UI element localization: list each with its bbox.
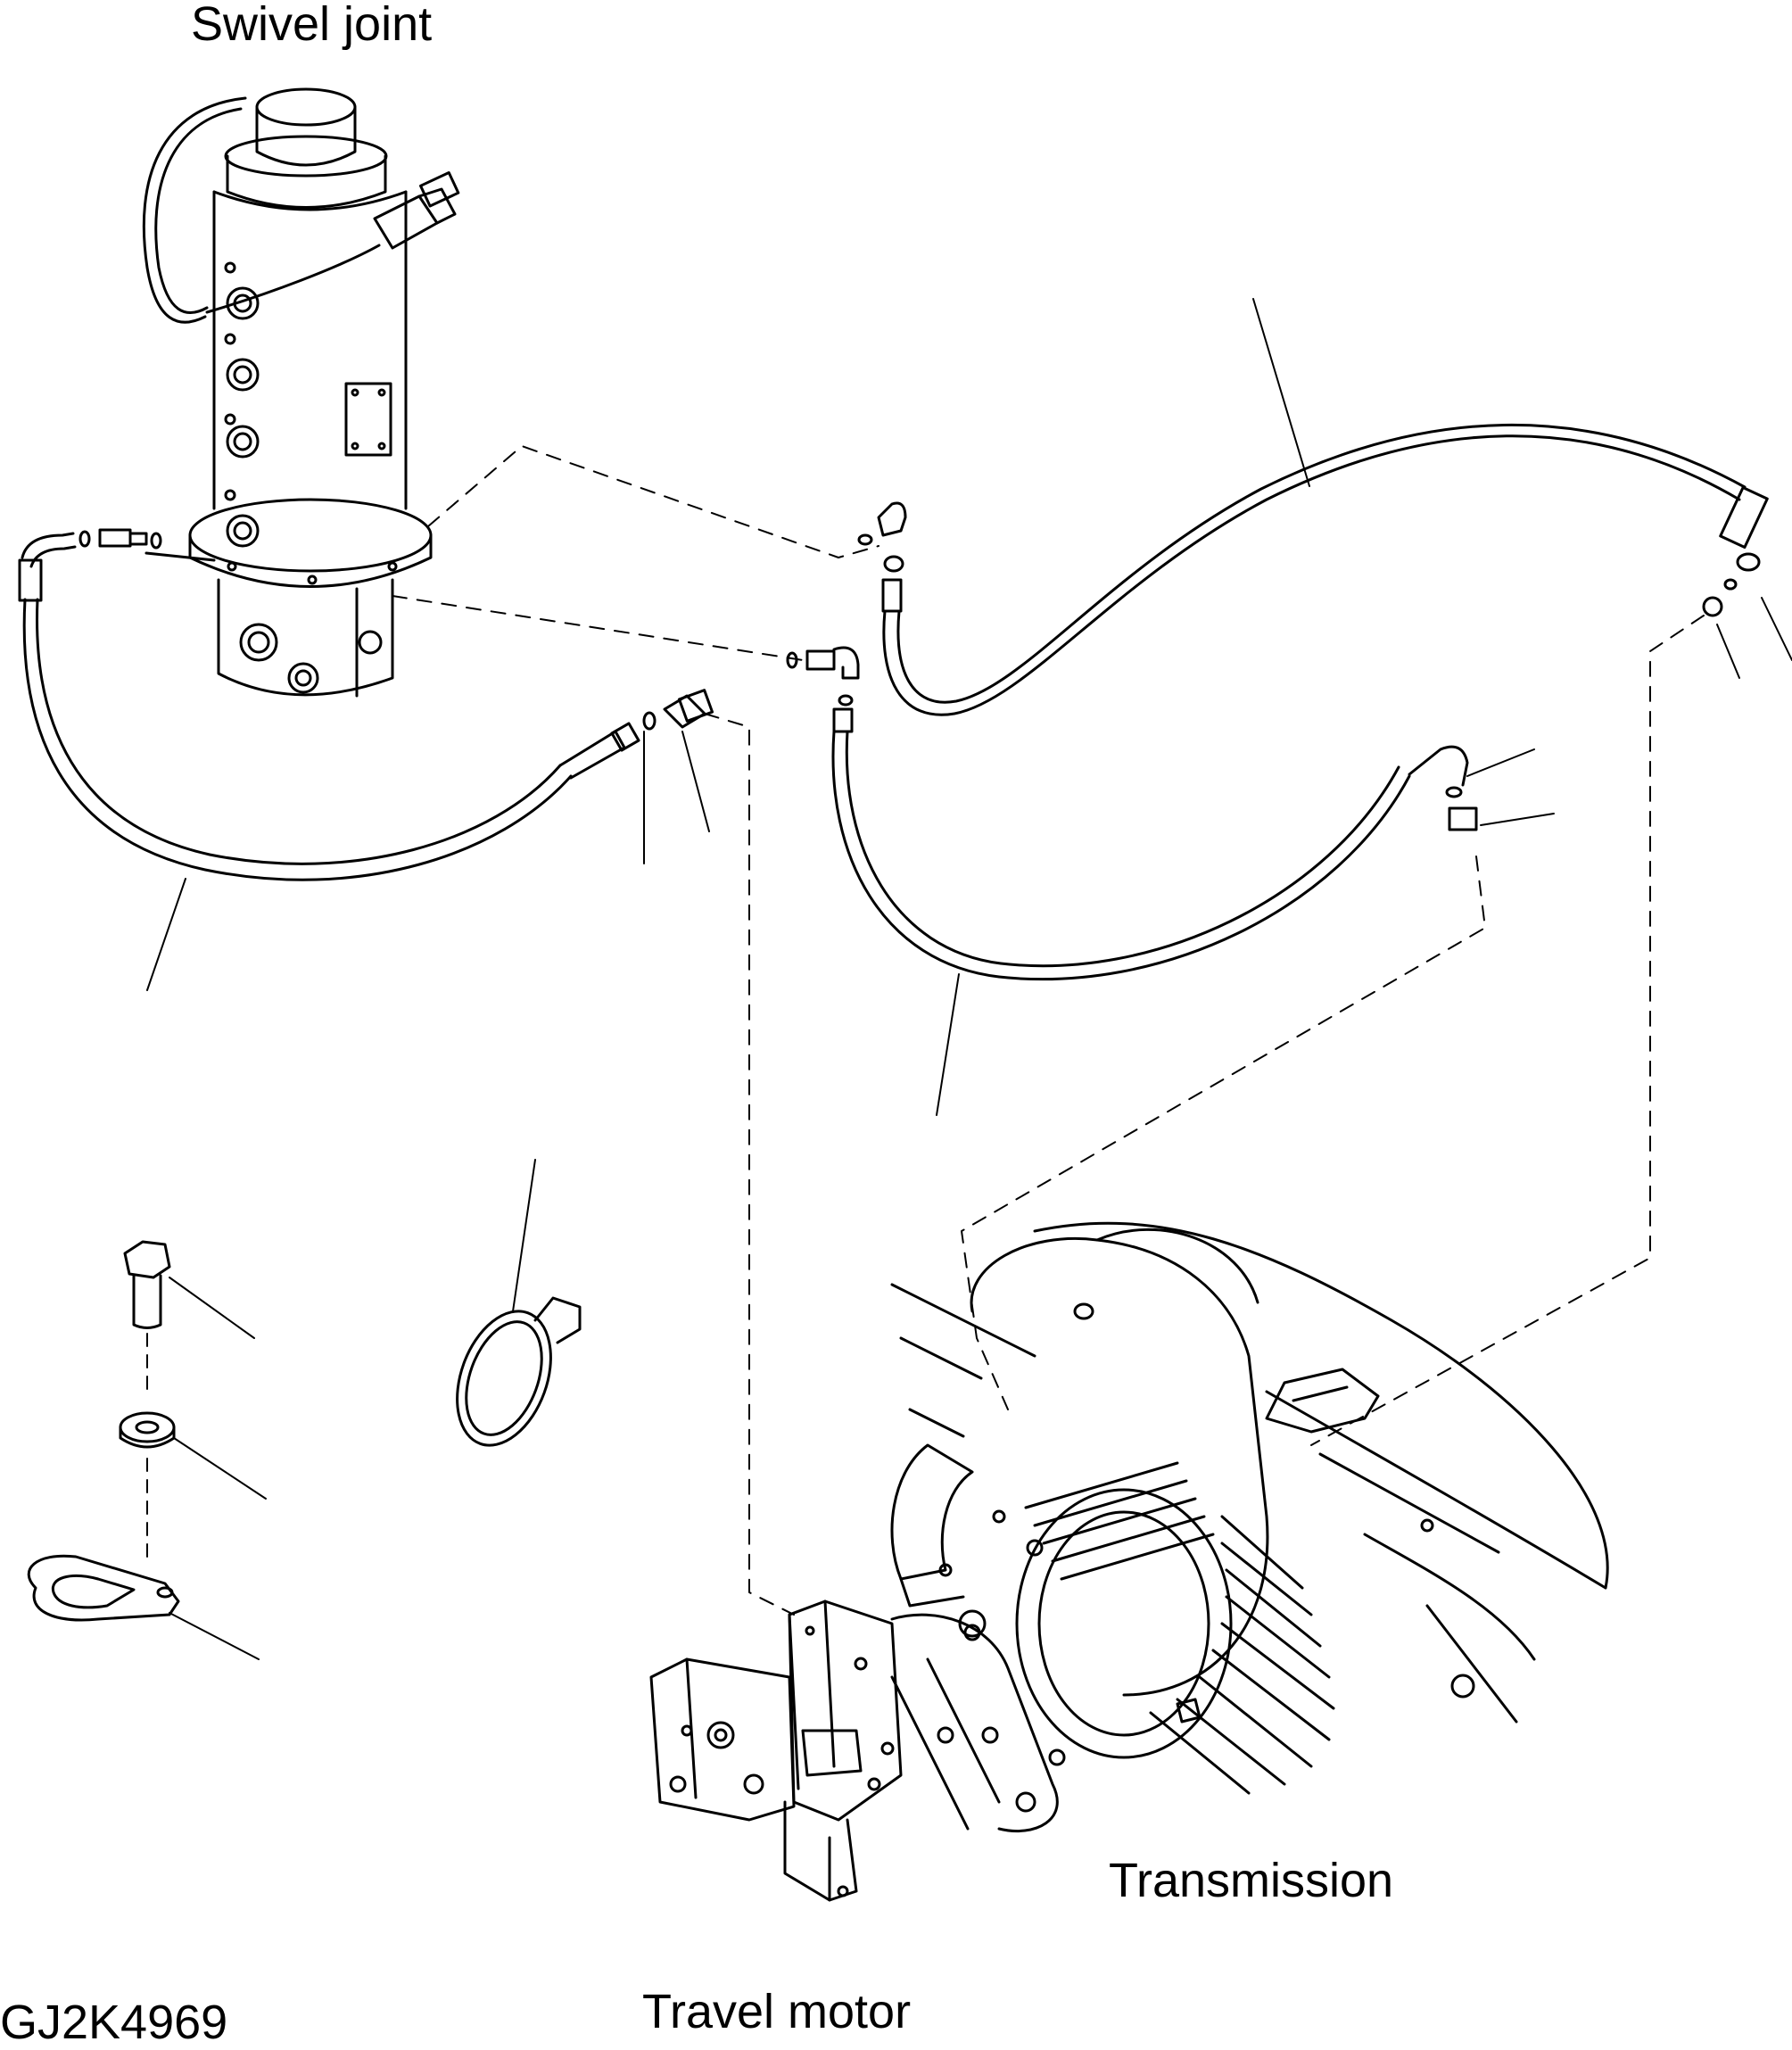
travel-motor <box>649 1599 1059 1902</box>
transmission-label: Transmission <box>1109 1854 1394 1907</box>
drawing-id: GJ2K4969 <box>0 1996 228 2049</box>
hose-left <box>18 528 640 991</box>
routing-lines <box>392 445 1705 1616</box>
travel-motor-label: Travel motor <box>642 1985 912 2038</box>
swivel-joint <box>142 87 460 698</box>
hose-upper <box>857 298 1792 716</box>
swivel-joint-label: Swivel joint <box>191 0 433 51</box>
hose-middle <box>786 646 1555 1116</box>
hose-clamp <box>456 1159 582 1447</box>
fittings-center <box>642 689 714 864</box>
transmission <box>890 1221 1609 1795</box>
mounting-hardware <box>27 1240 267 1660</box>
